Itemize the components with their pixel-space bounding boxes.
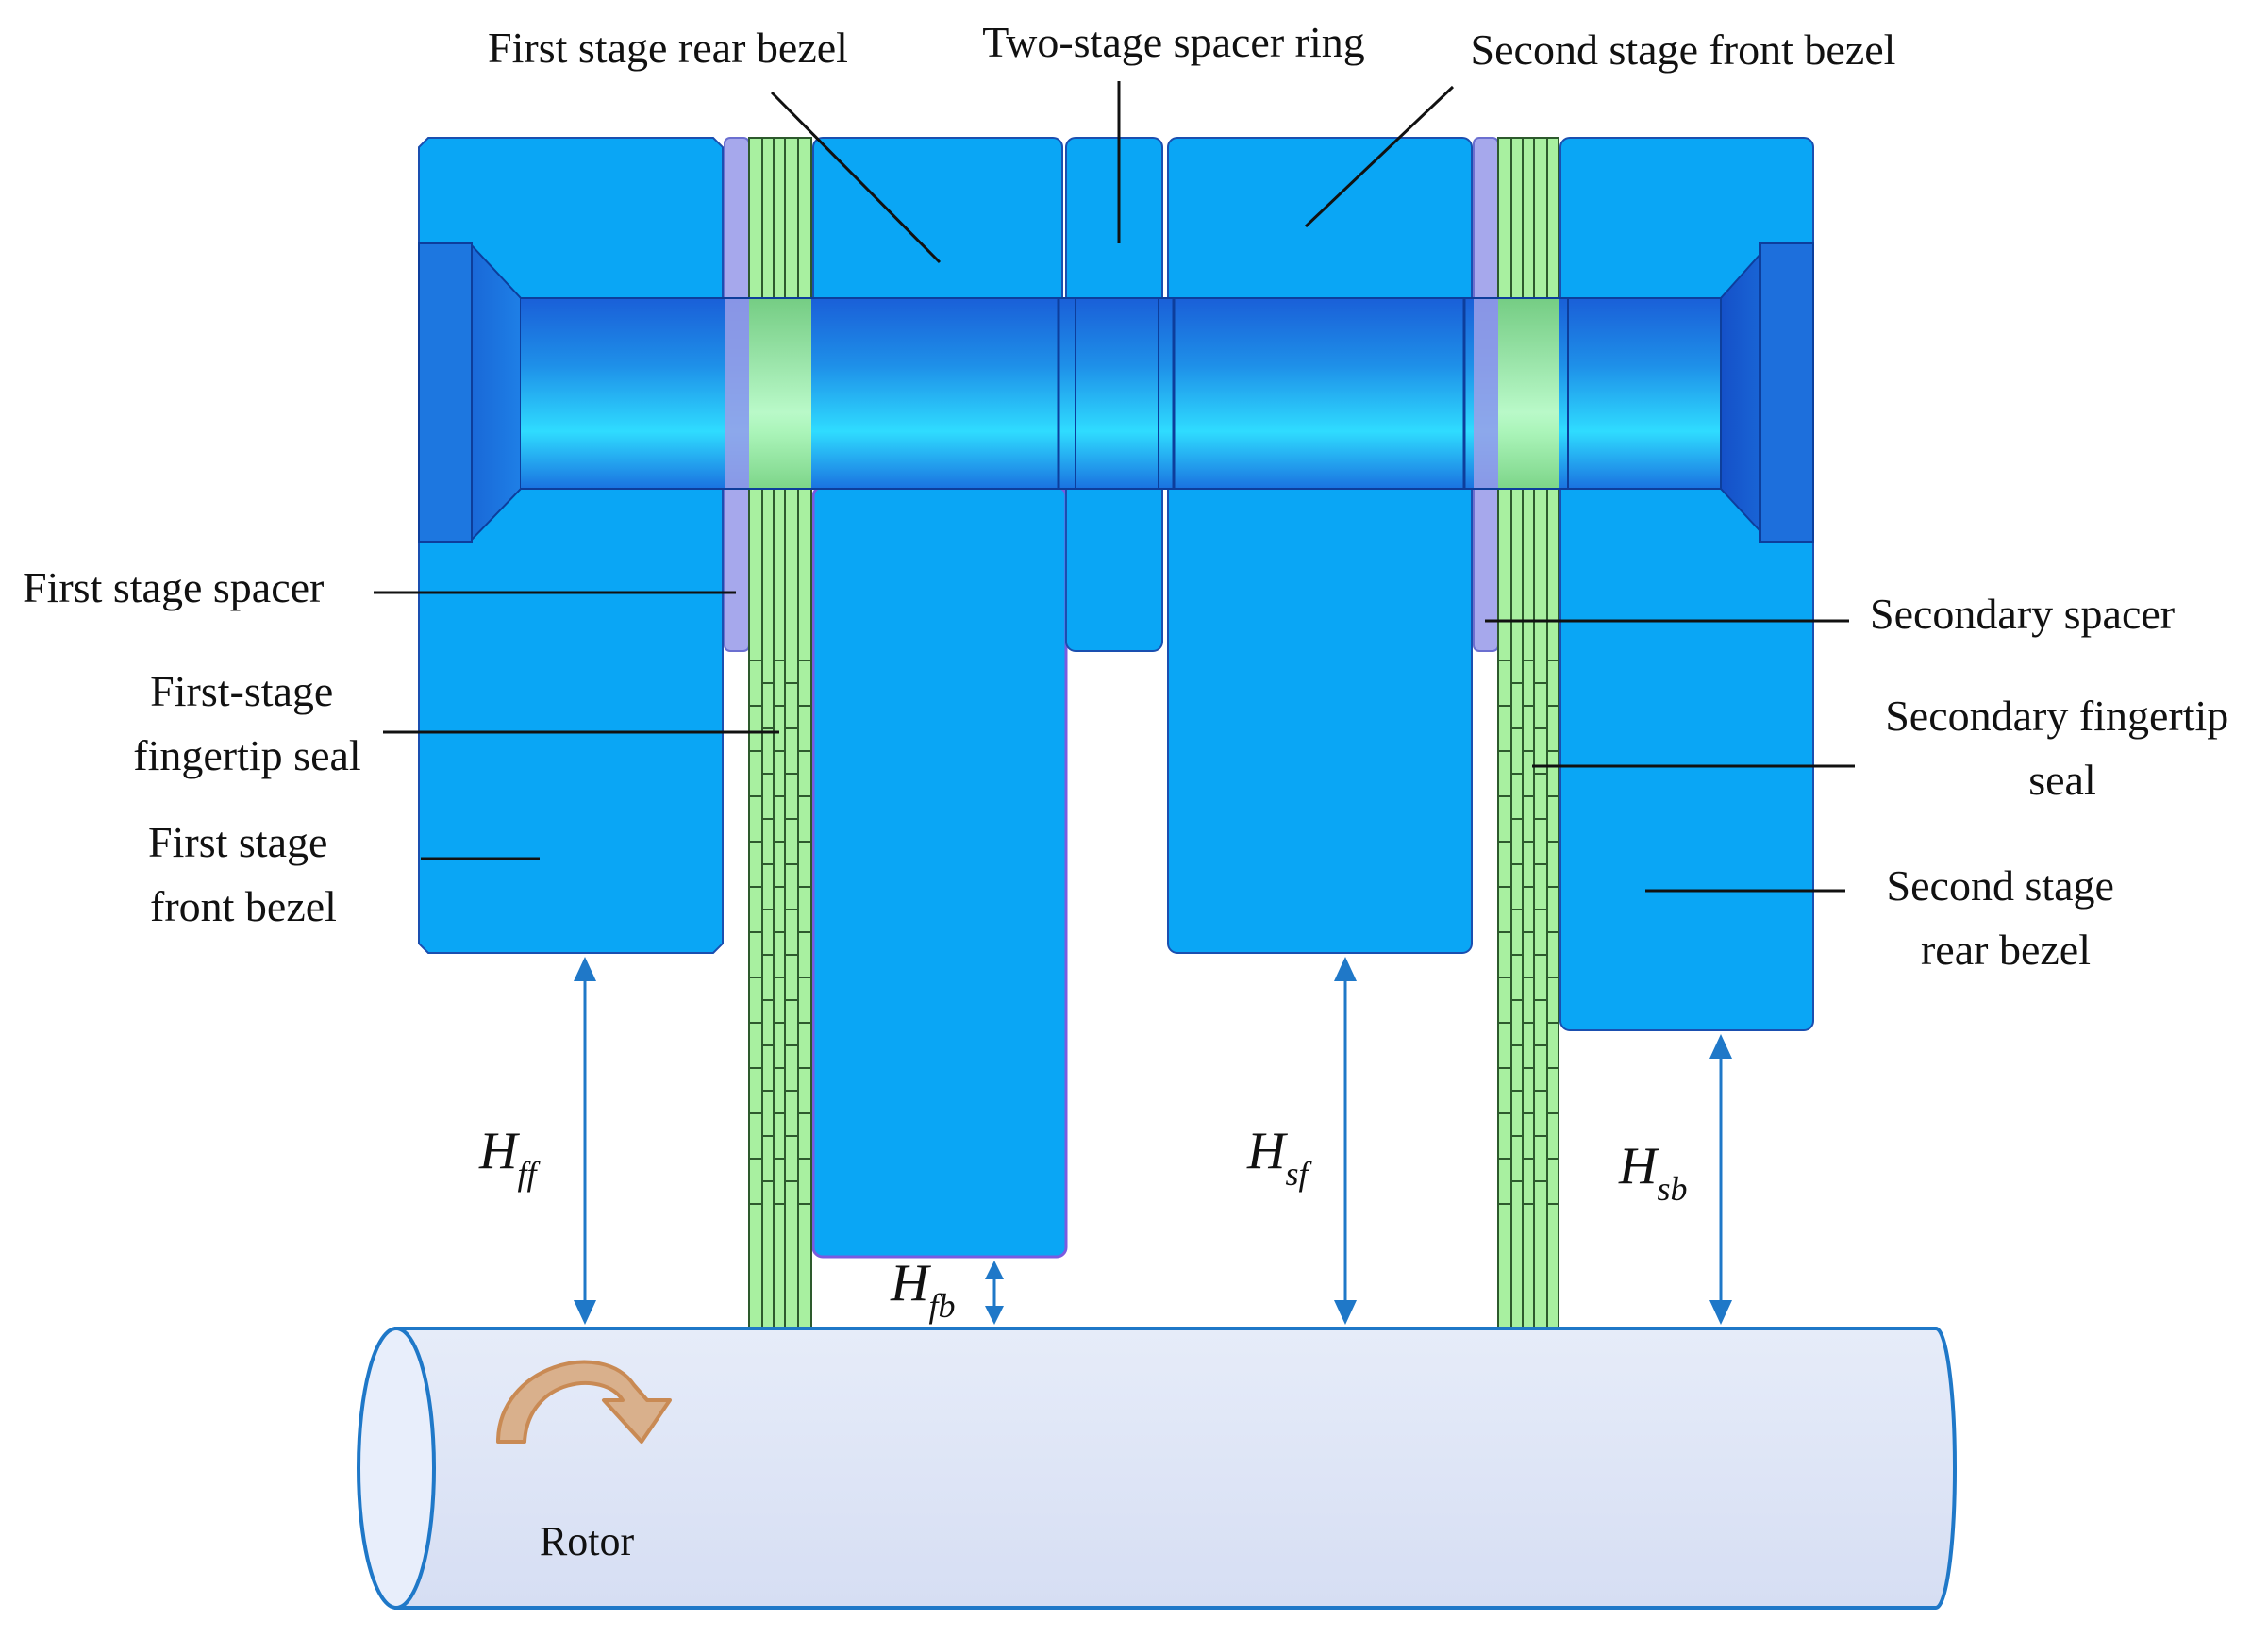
label-secondary-fingertip-seal: Secondary fingertip seal <box>1885 692 2240 804</box>
second-rear-bezel-line-2: rear bezel <box>1921 926 2091 974</box>
label-second-rear-bezel: Second stage rear bezel <box>1887 861 2126 974</box>
hff-sub: ff <box>517 1155 541 1193</box>
dimension-label-hff: Hff <box>478 1122 541 1193</box>
hsb-sub: sb <box>1657 1170 1687 1208</box>
label-first-rear-bezel: First stage rear bezel <box>488 24 848 72</box>
leader-first-rear-bezel <box>770 91 942 264</box>
label-second-front-bezel: Second stage front bezel <box>1471 25 1896 74</box>
label-first-stage-spacer: First stage spacer <box>23 563 324 611</box>
hfb-sub: fb <box>928 1287 955 1325</box>
second-stage-front-bezel <box>1167 137 1473 954</box>
bore-channel <box>418 242 1814 543</box>
rotor-label: Rotor <box>540 1518 635 1564</box>
secondary-fingertip-seal-line-2: seal <box>2028 756 2096 804</box>
dimension-arrow-hfb <box>985 1261 1004 1325</box>
dimension-arrow-hsf <box>1334 957 1357 1325</box>
first-fingertip-seal-line-2: fingertip seal <box>133 731 360 779</box>
label-two-stage-spacer-ring: Two-stage spacer ring <box>982 18 1365 66</box>
dimension-label-hfb: Hfb <box>890 1254 955 1325</box>
rotation-arrow-icon <box>496 1360 672 1444</box>
label-first-front-bezel: First stage front bezel <box>148 818 339 930</box>
hfb-main: H <box>890 1254 931 1312</box>
dimension-arrow-hff <box>574 957 596 1325</box>
first-fingertip-seal-line-1: First-stage <box>150 667 333 715</box>
first-front-bezel-line-1: First stage <box>148 818 327 866</box>
dimension-label-hsf: Hsf <box>1246 1122 1312 1193</box>
hsf-main: H <box>1246 1122 1288 1180</box>
rotor <box>357 1327 1957 1610</box>
hsb-main: H <box>1618 1137 1659 1195</box>
second-rear-bezel-line-1: Second stage <box>1887 861 2114 910</box>
dimension-label-hsb: Hsb <box>1618 1137 1687 1208</box>
hff-main: H <box>478 1122 520 1180</box>
dimension-arrow-hsb <box>1709 1034 1732 1325</box>
leader-second-front-bezel <box>1304 85 1455 228</box>
first-front-bezel-line-2: front bezel <box>150 882 337 930</box>
secondary-fingertip-seal-line-1: Secondary fingertip <box>1885 692 2228 740</box>
label-secondary-spacer: Secondary spacer <box>1870 590 2175 638</box>
hsf-sub: sf <box>1285 1155 1312 1193</box>
label-first-fingertip-seal: First-stage fingertip seal <box>133 667 360 779</box>
